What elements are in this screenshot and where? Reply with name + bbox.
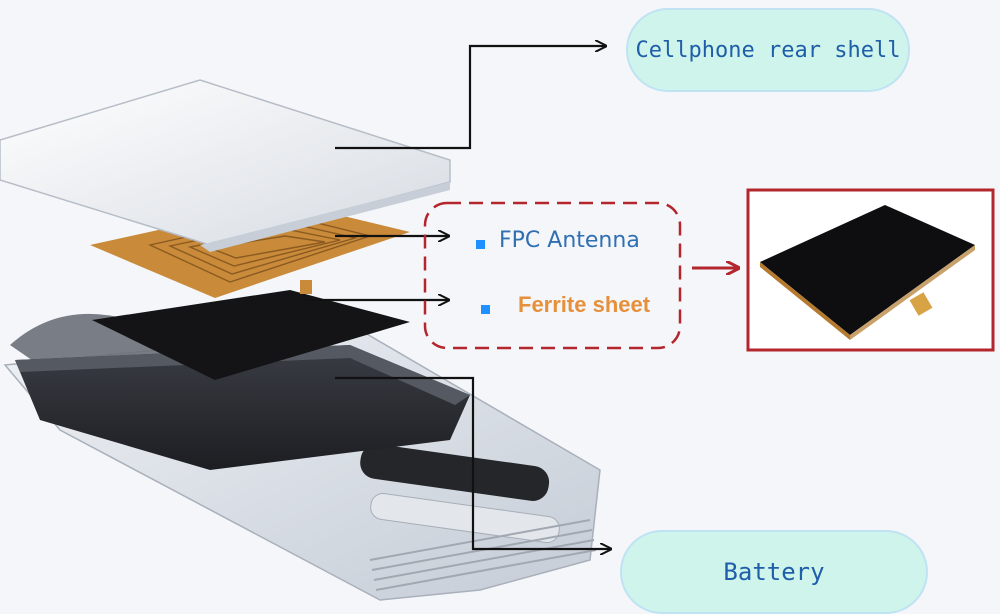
battery-label: Battery [723,558,825,586]
rear-shell-label-pill: Cellphone rear shell [626,8,910,92]
battery-label-pill: Battery [620,530,928,614]
ferrite-bullet-icon [481,305,490,314]
fpc-antenna-label-row: FPC Antenna [473,228,640,253]
battery-illustration [15,345,470,470]
ferrite-sheet-illustration [92,290,410,380]
rear-shell-illustration [0,79,451,252]
fpc-antenna-label: FPC Antenna [499,228,640,253]
ferrite-sheet-label-row: Ferrite sheet [518,292,650,318]
arrow-to-rear-shell [335,46,605,150]
fpc-bullet-icon [476,240,485,249]
rear-shell-label: Cellphone rear shell [635,37,901,63]
arrow-to-battery [335,376,610,549]
ferrite-sheet-label: Ferrite sheet [518,292,651,317]
callout-dashed-box [423,201,682,350]
product-photo [746,188,995,352]
